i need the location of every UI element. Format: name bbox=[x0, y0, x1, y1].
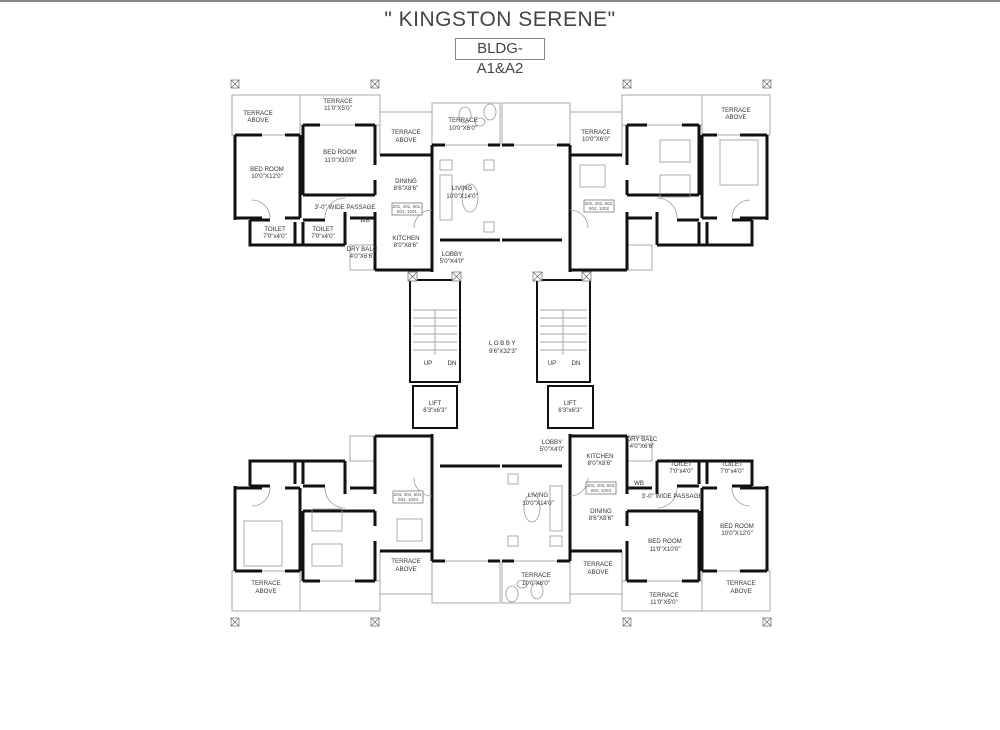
stair-right bbox=[532, 271, 592, 383]
room-name: LOBBY bbox=[542, 439, 563, 446]
room-name: LIVING bbox=[528, 492, 548, 499]
room-dim: ABOVE bbox=[395, 137, 416, 144]
room-dim: ABOVE bbox=[730, 588, 751, 595]
room-dim: 8'0"X8'6" bbox=[588, 460, 613, 467]
room-dim: 10'0"X12'0" bbox=[721, 530, 753, 537]
stair-left bbox=[407, 271, 462, 383]
unit-top-right-labels: TERRACE 10'0"X6'0" TERRACE ABOVE 202, 40… bbox=[581, 107, 751, 213]
room-name: TOILET bbox=[721, 461, 743, 468]
flat-numbers: 803, 1003 bbox=[591, 488, 612, 493]
room-dim: 8'0"X8'6" bbox=[394, 242, 419, 249]
room-name: KITCHEN bbox=[392, 235, 419, 242]
room-name: DRY BALC bbox=[627, 436, 658, 443]
stair-up-label: UP bbox=[424, 360, 433, 367]
room-name: BED ROOM bbox=[323, 149, 357, 156]
room-name: TOILET bbox=[264, 226, 286, 233]
lift-dim: 6'3"x6'3" bbox=[423, 407, 447, 414]
building-label: BLDG-A1&A2 bbox=[455, 38, 545, 77]
room-dim: 4'0"X6'6" bbox=[350, 253, 375, 260]
stair-up-label: UP bbox=[548, 360, 557, 367]
passage-label: 3'-0" WIDE PASSAGE bbox=[314, 204, 375, 211]
room-name: LIVING bbox=[452, 185, 472, 192]
lift-right-shaft bbox=[547, 385, 594, 429]
flat-numbers: 804, 1004 bbox=[398, 497, 419, 502]
flat-numbers: 202, 402, 602, bbox=[585, 201, 614, 206]
room-name: TERRACE bbox=[391, 129, 421, 136]
room-name: TERRACE bbox=[391, 558, 421, 565]
project-title: " KINGSTON SERENE" bbox=[384, 8, 616, 31]
flat-numbers: 203, 403, 603, bbox=[587, 483, 616, 488]
passage-label: 3'-0" WIDE PASSAGE bbox=[641, 493, 702, 500]
room-dim: 4'0"X6'6" bbox=[630, 443, 655, 450]
flat-numbers: 802, 1002 bbox=[589, 206, 610, 211]
lift-left-shaft bbox=[412, 385, 458, 429]
room-dim: 5'0"X4'0" bbox=[440, 258, 465, 265]
furniture-top-right bbox=[439, 103, 759, 233]
room-dim: 7'0"x4'0" bbox=[669, 468, 693, 475]
room-dim: 10'0"X6'0" bbox=[522, 580, 550, 587]
room-name: TOILET bbox=[670, 461, 692, 468]
room-name: TERRACE bbox=[323, 98, 353, 105]
room-name: BED ROOM bbox=[720, 523, 754, 530]
room-name: TERRACE bbox=[726, 580, 756, 587]
room-name: BED ROOM bbox=[250, 166, 284, 173]
core-labels: LOBBY 9'6"X32'3" LIFT 6'3"x6'3" LIFT 6'3… bbox=[423, 340, 582, 414]
unit-bottom-right-labels: LOBBY 5'0"X4'0" KITCHEN 8'0"X8'6" DRY BA… bbox=[521, 436, 756, 606]
unit-top-left-labels: TERRACE ABOVE TERRACE 11'0"X5'0" BED ROO… bbox=[243, 98, 478, 265]
room-dim: 10'0"X14'0" bbox=[446, 193, 478, 200]
room-dim: ABOVE bbox=[395, 566, 416, 573]
room-name: BED ROOM bbox=[648, 538, 682, 545]
room-dim: 10'0"X14'0" bbox=[522, 500, 554, 507]
wash-basin-label: WB bbox=[634, 480, 644, 487]
room-name: TERRACE bbox=[251, 580, 281, 587]
room-name: TERRACE bbox=[583, 561, 613, 568]
room-name: TOILET bbox=[312, 226, 334, 233]
room-dim: 7'0"x4'0" bbox=[311, 233, 335, 240]
room-dim: 11'0"X5'0" bbox=[324, 105, 352, 112]
room-dim: 11'0"X10'0" bbox=[324, 157, 355, 164]
wash-basin-label: WB bbox=[360, 217, 370, 224]
lobby-name: LOBBY bbox=[489, 340, 517, 347]
room-name: TERRACE bbox=[649, 592, 679, 599]
room-dim: 8'6"X8'6" bbox=[589, 515, 614, 522]
lift-name: LIFT bbox=[564, 400, 577, 407]
room-name: TERRACE bbox=[448, 117, 478, 124]
top-border bbox=[0, 0, 1000, 2]
lift-name: LIFT bbox=[429, 400, 442, 407]
room-dim: 10'0"X12'0" bbox=[251, 173, 283, 180]
room-dim: ABOVE bbox=[587, 569, 608, 576]
room-dim: 7'0"x4'0" bbox=[720, 468, 744, 475]
room-name: LOBBY bbox=[442, 251, 463, 258]
room-name: DRY BALC bbox=[347, 246, 378, 253]
room-name: TERRACE bbox=[581, 129, 611, 136]
room-dim: 10'0"X6'0" bbox=[449, 125, 477, 132]
lift-dim: 6'3"x6'3" bbox=[558, 407, 582, 414]
unit-bottom-left-walls bbox=[229, 432, 502, 628]
room-name: TERRACE bbox=[521, 572, 551, 579]
room-dim: ABOVE bbox=[725, 114, 746, 121]
room-dim: ABOVE bbox=[255, 588, 276, 595]
lobby-dim: 9'6"X32'3" bbox=[489, 348, 517, 355]
flat-numbers: 801, 1001 bbox=[397, 209, 418, 214]
room-name: TERRACE bbox=[721, 107, 751, 114]
unit-bottom-left-labels: TERRACE ABOVE TERRACE ABOVE 204, 404, 60… bbox=[251, 490, 424, 595]
stair-down-label: DN bbox=[572, 360, 581, 367]
room-dim: 11'0"X5'0" bbox=[650, 599, 678, 606]
room-dim: 10'0"X6'0" bbox=[582, 136, 610, 143]
room-name: DINING bbox=[590, 508, 612, 515]
flat-numbers: 204, 404, 604, bbox=[394, 492, 423, 497]
stair-down-label: DN bbox=[448, 360, 457, 367]
room-dim: ABOVE bbox=[247, 117, 268, 124]
room-dim: 5'0"X4'0" bbox=[540, 446, 565, 453]
room-name: DINING bbox=[395, 178, 417, 185]
room-name: TERRACE bbox=[243, 110, 273, 117]
room-dim: 11'0"X10'0" bbox=[649, 546, 680, 553]
room-dim: 7'0"x4'0" bbox=[263, 233, 287, 240]
flat-numbers: 201, 401, 601, bbox=[393, 204, 422, 209]
room-name: KITCHEN bbox=[586, 453, 613, 460]
room-dim: 8'6"X8'6" bbox=[394, 185, 419, 192]
